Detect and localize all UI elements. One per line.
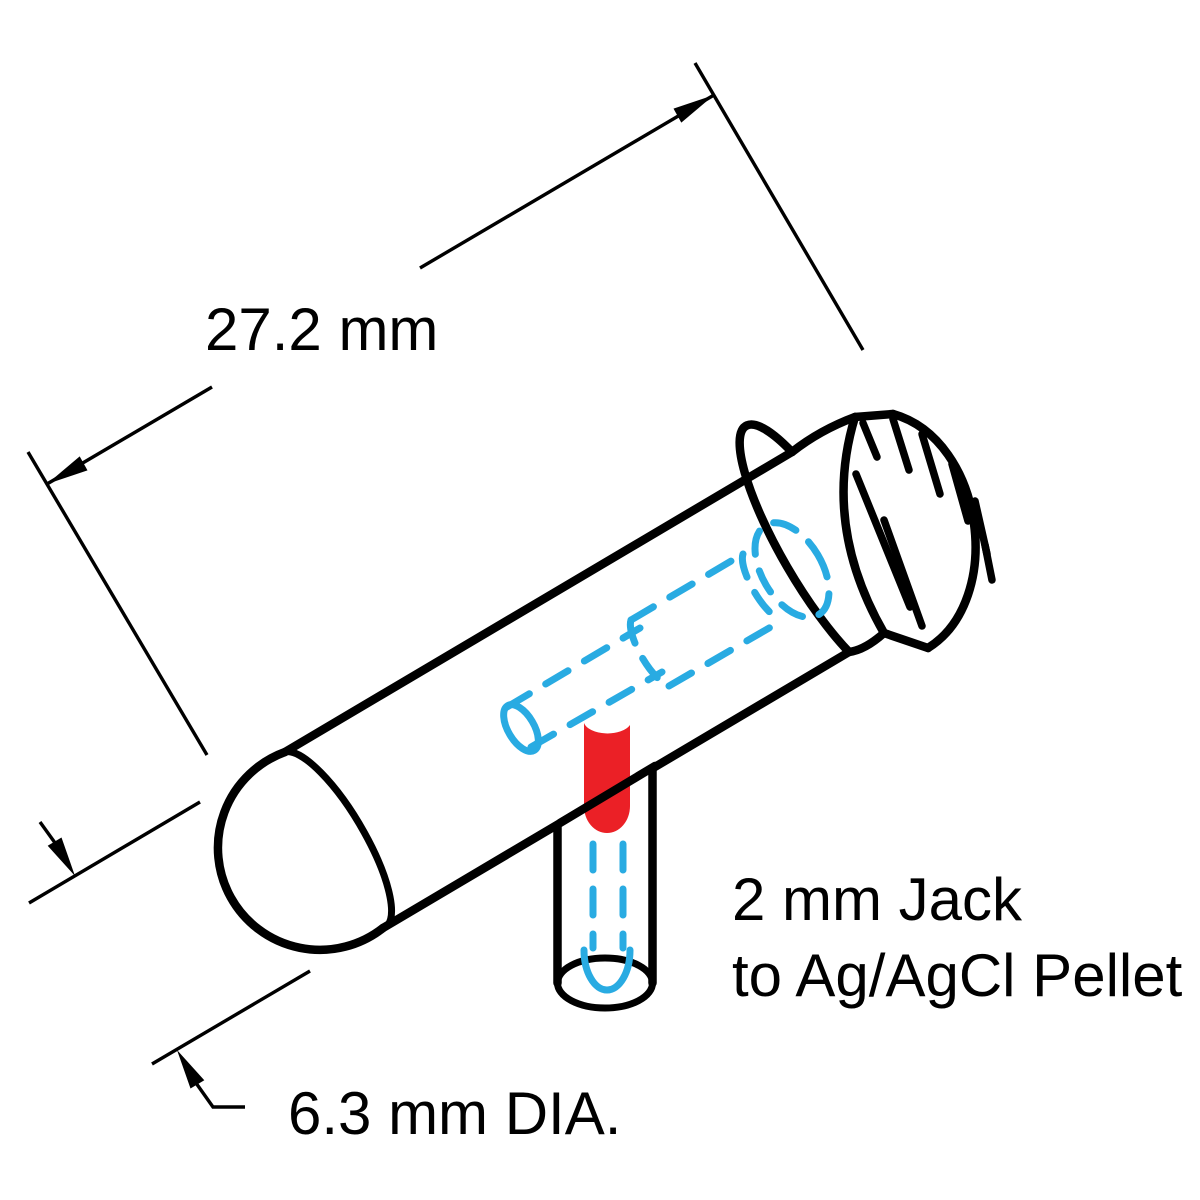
body-collar-junction-arc (735, 420, 854, 657)
collar-fill (739, 417, 884, 652)
knurl-ridge-line (918, 430, 944, 498)
collar-top-silhouette (787, 412, 860, 457)
side-tube (553, 764, 657, 1012)
small-bore-bottom-hidden-line (527, 668, 666, 751)
diameter-leader-line (194, 1082, 245, 1109)
knurl-end-face-arc (888, 409, 980, 653)
knurl-ridge-line (889, 415, 913, 474)
knurled-cap (787, 409, 996, 657)
dome-end-silhouette (213, 747, 388, 955)
length-dimension-text: 27.2 mm (205, 296, 438, 363)
length-extension-line-right (693, 62, 865, 351)
knurl-top-edge (850, 409, 898, 422)
jack-label-line1: 2 mm Jack (732, 866, 1023, 933)
knurl-ridge-line (948, 460, 972, 525)
length-arrowhead-right (673, 95, 714, 123)
diameter-arrowhead-upper (47, 837, 75, 876)
diameter-extension-line-upper (28, 800, 201, 905)
diameter-arrowhead-lower (177, 1050, 205, 1089)
knurl-grip-lines (852, 415, 996, 630)
jack-socket-step-arc (738, 550, 785, 624)
bore-step-arc (626, 616, 673, 690)
side-tube-bottom-ellipse (554, 954, 656, 1012)
text-labels: 27.2 mm 6.3 mm DIA. 2 mm Jack to Ag/AgCl… (205, 296, 1183, 1147)
knurl-ridge-line (859, 419, 881, 461)
body-top-edge (280, 447, 797, 757)
mid-bore-top-hidden-line (627, 553, 742, 624)
body-barrel-fill (217, 424, 850, 950)
jack-label-line2: to Ag/AgCl Pellet (732, 942, 1183, 1009)
length-extension-line-left (26, 451, 209, 756)
knurl-ridge-line (880, 516, 926, 630)
length-dimension (26, 62, 865, 756)
diameter-extension-line-lower (151, 969, 311, 1066)
agcl-pellet-red (584, 723, 630, 833)
knurled-cap-fill (843, 414, 976, 648)
length-arrowhead-left (47, 456, 88, 484)
knurl-ridge-line (981, 541, 996, 584)
hidden-internal-bores (500, 519, 833, 755)
tube-bore-bottom-u (580, 946, 634, 994)
dome-rim-arc (281, 748, 396, 932)
knurl-ridge-line (852, 470, 914, 611)
diameter-dimension (28, 800, 311, 1109)
length-dimension-line-upper (419, 93, 715, 270)
knurl-left-rim-arc (839, 412, 889, 638)
body-bottom-edge-over-pellet (555, 761, 660, 828)
electrode-body-fills (217, 414, 976, 950)
jack-bore-ellipse (751, 519, 833, 621)
knurl-bottom-edge (879, 628, 933, 653)
mid-bore-bottom-hidden-line (665, 620, 780, 690)
diameter-dimension-text: 6.3 mm DIA. (288, 1080, 621, 1147)
small-bore-top-hidden-line (503, 624, 644, 711)
